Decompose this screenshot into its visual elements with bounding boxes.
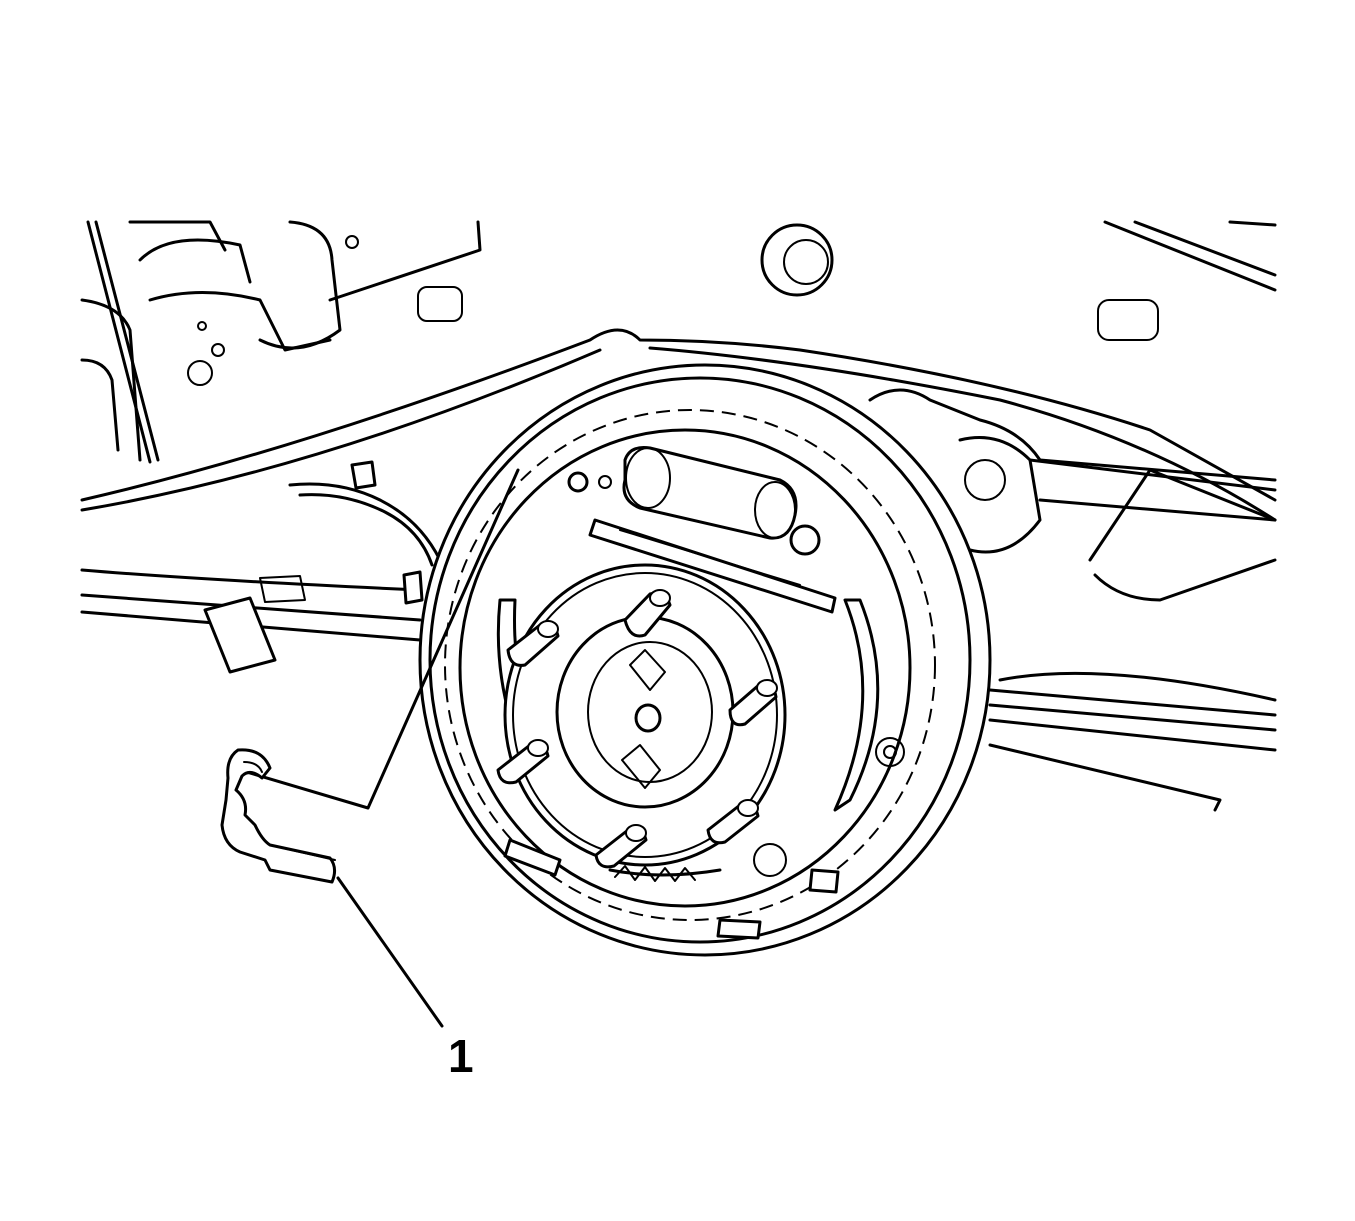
hole [197,321,207,331]
leader-line-to-label [336,876,444,1028]
vehicle-underbody [80,220,1277,812]
slot [417,286,463,322]
hole [211,343,225,357]
brake-assembly [418,363,992,957]
hole [187,360,213,386]
callout-leader [238,468,520,1028]
axle-bracket [203,596,277,674]
retaining-clip [220,748,337,884]
right-brake-shoe [833,598,880,812]
hole [345,235,359,249]
slot [1097,299,1159,341]
callout-label-1: 1 [448,1030,474,1082]
backing-plate-dashed-edge [444,409,936,921]
wheel-cylinder [567,446,821,556]
leader-line-to-plate [238,468,520,810]
grommet [760,223,834,297]
wheel-studs [496,589,778,869]
